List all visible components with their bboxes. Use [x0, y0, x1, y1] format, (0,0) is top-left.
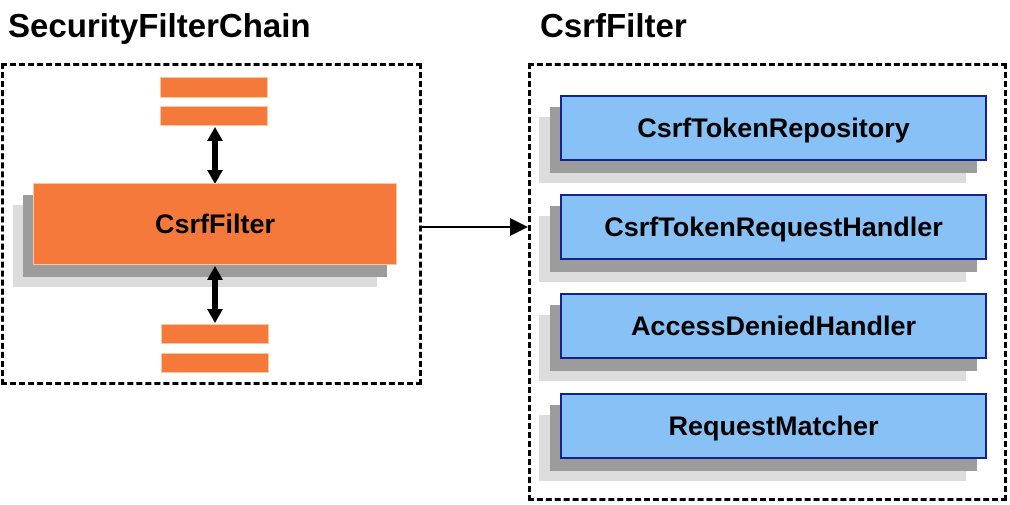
- csrf-filter-container: [528, 63, 1007, 501]
- arrow-shaft: [422, 226, 512, 228]
- filter-placeholder-bar: [161, 353, 269, 373]
- filter-placeholder-bar: [160, 77, 268, 98]
- csrf-filter-box: CsrfFilter: [33, 183, 397, 265]
- right-arrow-icon: [422, 217, 528, 237]
- arrow-right-head: [510, 218, 528, 236]
- csrf-filter-box-label: CsrfFilter: [154, 208, 276, 239]
- bidirectional-arrow-icon: [207, 127, 223, 184]
- filter-placeholder-bar: [160, 106, 268, 126]
- csrf-filter-title: CsrfFilter: [540, 7, 687, 44]
- component-box-label: AccessDeniedHandler: [630, 310, 917, 341]
- component-box-request-matcher: RequestMatcher: [560, 393, 987, 459]
- component-box-label: CsrfTokenRequestHandler: [604, 211, 943, 242]
- arrow-shaft: [212, 278, 218, 311]
- component-box-label: RequestMatcher: [668, 410, 879, 441]
- bidirectional-arrow-icon: [207, 266, 223, 323]
- arrow-down-head: [207, 170, 223, 184]
- security-filter-chain-container: [1, 63, 422, 385]
- security-filter-chain-title: SecurityFilterChain: [8, 7, 311, 44]
- component-box-label: CsrfTokenRepository: [637, 112, 910, 143]
- filter-placeholder-bar: [161, 324, 269, 344]
- arrow-down-head: [207, 309, 223, 323]
- component-box-csrf-token-repository: CsrfTokenRepository: [560, 95, 987, 161]
- arrow-up-head: [207, 266, 223, 280]
- arrow-up-head: [207, 127, 223, 141]
- component-box-csrf-token-request-handler: CsrfTokenRequestHandler: [560, 194, 987, 260]
- component-box-access-denied-handler: AccessDeniedHandler: [560, 293, 987, 359]
- arrow-shaft: [212, 139, 218, 172]
